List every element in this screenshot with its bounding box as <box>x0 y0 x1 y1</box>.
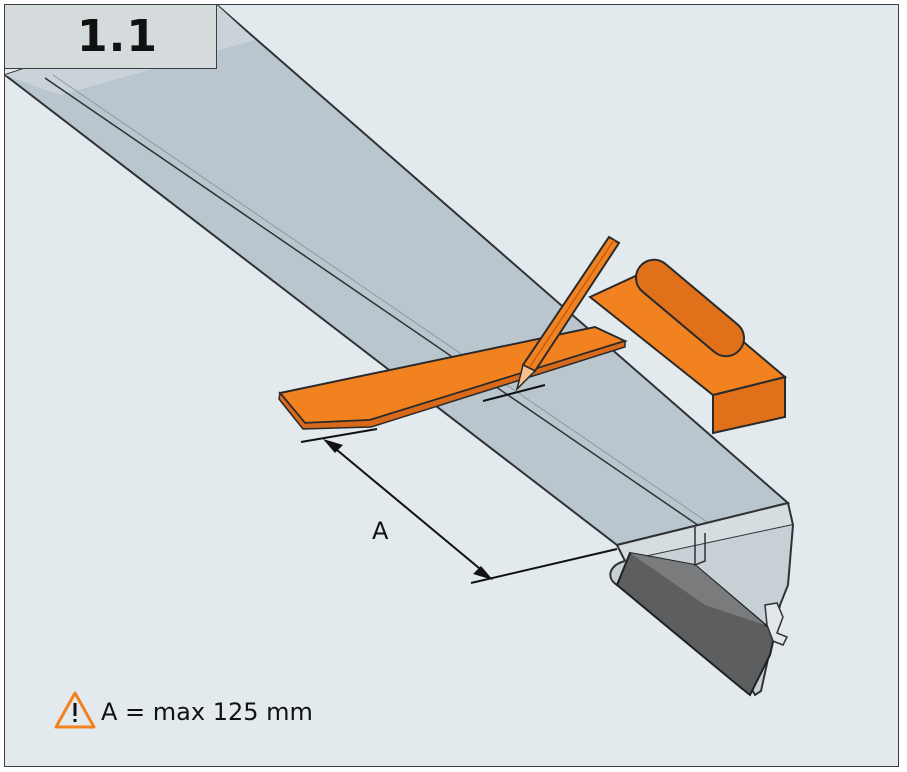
profile-clip <box>764 602 789 646</box>
warning-note-text: A = max 125 mm <box>101 698 313 726</box>
pencil-tip <box>515 363 537 392</box>
square-blade-edge <box>278 339 626 430</box>
warning-triangle-icon <box>54 691 96 729</box>
dimension-arrow-line <box>330 444 486 574</box>
dimension-extension-bottom <box>470 548 618 584</box>
profile-groove-line <box>44 77 706 531</box>
profile-groove-line-2 <box>52 74 714 527</box>
profile-inner-web <box>694 527 706 567</box>
square-handle-slot <box>634 258 746 358</box>
dimension-arrowhead-bottom <box>473 566 493 580</box>
step-number: 1.1 <box>77 11 158 62</box>
dimension-arrowhead-top <box>323 439 343 453</box>
pencil-facet <box>528 239 615 369</box>
pencil-mark-line <box>482 384 546 402</box>
installation-illustration <box>5 5 795 729</box>
square-handle-top <box>588 265 788 397</box>
instruction-panel: 1.1 <box>4 4 899 767</box>
dimension-label: A <box>372 517 389 545</box>
dimension-extension-top <box>300 428 378 443</box>
seal-strip-highlight <box>630 553 765 625</box>
warning-icon-spacer <box>55 693 95 731</box>
step-number-box: 1.1 <box>5 5 217 69</box>
warning-note: A = max 125 mm <box>55 693 313 731</box>
